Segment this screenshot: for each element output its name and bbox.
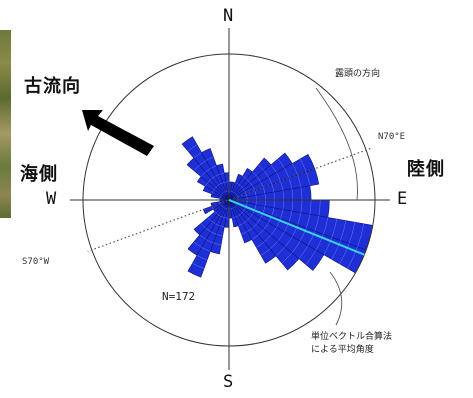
paleocurrent-arrow-icon <box>82 110 154 156</box>
mean-angle-label-line1: 単位ベクトル合算法 <box>311 332 393 342</box>
outcrop-photo-edge <box>0 30 11 218</box>
outcrop-arc-leader <box>315 87 358 201</box>
petal-200 <box>187 199 230 278</box>
petal-ring <box>256 241 265 248</box>
mean-angle-label-line2: による平均角度 <box>311 345 374 355</box>
petal-ring <box>206 156 214 161</box>
petal-ring <box>281 252 293 264</box>
petal-240 <box>202 199 230 215</box>
east-label: E <box>397 189 408 209</box>
petal-130 <box>228 199 300 271</box>
petal-120 <box>228 199 325 271</box>
petal-ring <box>192 263 205 269</box>
petal-ring <box>331 240 341 260</box>
petal-210 <box>187 199 230 256</box>
petal-ring <box>339 243 350 264</box>
petal-ring <box>187 144 198 152</box>
north-label: N <box>223 6 234 26</box>
petal-ring <box>305 250 317 265</box>
mean-angle-line <box>228 199 365 256</box>
petal-ring <box>207 217 212 222</box>
sw-direction-label: S70°W <box>22 257 50 267</box>
petal-ring <box>347 246 358 269</box>
outcrop-direction-label: 露頭の方向 <box>335 69 381 79</box>
land-side-label: 陸側 <box>407 159 445 180</box>
petal-330 <box>201 148 230 201</box>
west-label: W <box>46 189 57 209</box>
south-label: S <box>223 372 234 392</box>
petal-ring <box>260 248 271 256</box>
petal-layer <box>181 136 374 278</box>
ne-direction-label: N70°E <box>378 132 406 142</box>
petal-ring <box>200 223 206 229</box>
petal-220 <box>193 199 230 236</box>
petal-ring <box>241 231 248 235</box>
mean-leader <box>329 271 343 326</box>
petal-340 <box>216 163 230 201</box>
petal-140 <box>228 199 277 264</box>
petal-ring <box>193 241 202 248</box>
petal-320 <box>181 136 230 201</box>
paleocurrent-label: 古流向 <box>24 76 81 97</box>
petal-70 <box>228 168 320 201</box>
sea-side-label: 海側 <box>20 164 58 185</box>
sample-count-label: N=172 <box>162 290 196 303</box>
petal-160 <box>228 199 239 228</box>
